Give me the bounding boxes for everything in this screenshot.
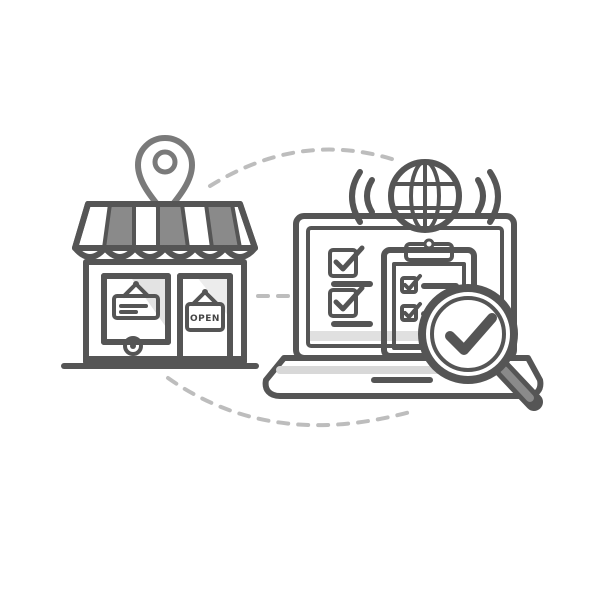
store-window bbox=[101, 273, 171, 345]
connector-arc-top bbox=[208, 147, 397, 188]
location-pin-icon bbox=[135, 135, 195, 217]
open-sign-icon: OPEN bbox=[185, 289, 225, 332]
awning bbox=[72, 201, 258, 260]
open-sign-label: OPEN bbox=[190, 314, 220, 324]
store-badge bbox=[123, 336, 143, 356]
store-door: OPEN bbox=[177, 273, 233, 365]
storefront-icon: OPEN bbox=[61, 135, 259, 369]
store-wall bbox=[83, 259, 247, 365]
checklist-icon bbox=[328, 245, 373, 327]
connector-arc-bottom bbox=[166, 376, 412, 428]
globe-icon bbox=[349, 159, 501, 233]
magnifier-check-icon bbox=[418, 284, 543, 411]
